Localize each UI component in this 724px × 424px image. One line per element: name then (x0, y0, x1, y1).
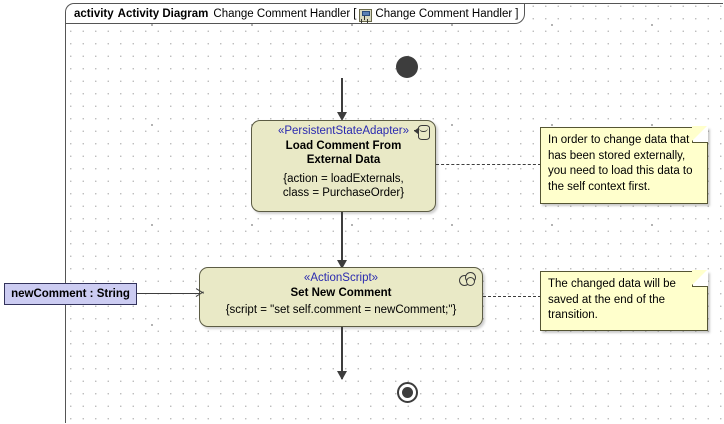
node-title: Set New Comment (290, 287, 392, 299)
frame-instance-name: Change Comment Handler (375, 7, 513, 20)
frame-title-tab[interactable]: activity Activity Diagram Change Comment… (66, 4, 526, 24)
note-fold-corner (692, 270, 708, 287)
note-load-external-data[interactable]: In order to change data that has been st… (540, 126, 708, 204)
frame-name: Change Comment Handler (213, 7, 351, 20)
frame-bracket-close: ] (515, 7, 519, 20)
note-saved-at-end-of-transition[interactable]: The changed data will be saved at the en… (540, 270, 708, 331)
flow-arrow-set-to-final (337, 371, 347, 380)
note-line-2: saved at the end of the (548, 293, 666, 306)
note-line-2: has been stored externally, (548, 149, 686, 162)
node-stereotype: «PersistentStateAdapter» (277, 125, 410, 137)
flow-arrow-load-to-set (337, 260, 347, 269)
frame-keyword: activity (74, 7, 114, 20)
note-anchor-top (436, 164, 541, 165)
node-body: {script = "set self.comment = newComment… (225, 304, 457, 316)
note-line-3: transition. (548, 309, 598, 321)
state-machine-icon (359, 9, 373, 22)
persistent-adapter-icon (414, 125, 430, 140)
node-title-line-2: External Data (306, 154, 381, 166)
flow-initial-to-load[interactable] (341, 78, 343, 119)
note-line-3: you need to load this data to (548, 165, 693, 177)
node-body-line-2: class = PurchaseOrder} (282, 187, 405, 199)
frame-type-label: Activity Diagram (117, 7, 209, 20)
frame-bracket-open: [ (353, 7, 357, 20)
note-line-1: The changed data will be (548, 278, 676, 290)
action-node-set-new-comment[interactable]: «ActionScript» Set New Comment {script =… (199, 267, 483, 327)
note-fold-corner (692, 126, 708, 143)
node-stereotype: «ActionScript» (303, 272, 379, 284)
activity-parameter-new-comment[interactable]: newComment : String (4, 283, 137, 305)
flow-load-to-set[interactable] (341, 212, 343, 267)
action-script-icon (459, 272, 476, 286)
action-node-load-comment[interactable]: «PersistentStateAdapter» Load Comment Fr… (251, 120, 436, 212)
parameter-label: newComment : String (11, 288, 130, 300)
final-node[interactable] (397, 382, 418, 403)
flow-arrow-parameter (196, 288, 204, 298)
note-line-1: In order to change data that (548, 134, 690, 146)
activity-diagram-frame[interactable]: «PersistentStateAdapter» Load Comment Fr… (65, 3, 723, 423)
flow-set-to-final[interactable] (341, 327, 343, 379)
note-anchor-bottom (483, 296, 541, 297)
initial-node[interactable] (396, 56, 418, 78)
flow-arrow-initial-to-load (337, 112, 347, 121)
node-title-line-1: Load Comment From (285, 140, 402, 152)
node-body-line-1: {action = loadExternals, (283, 173, 404, 185)
flow-parameter-to-set-comment[interactable] (137, 293, 200, 295)
note-line-4: the self context first. (548, 180, 651, 193)
